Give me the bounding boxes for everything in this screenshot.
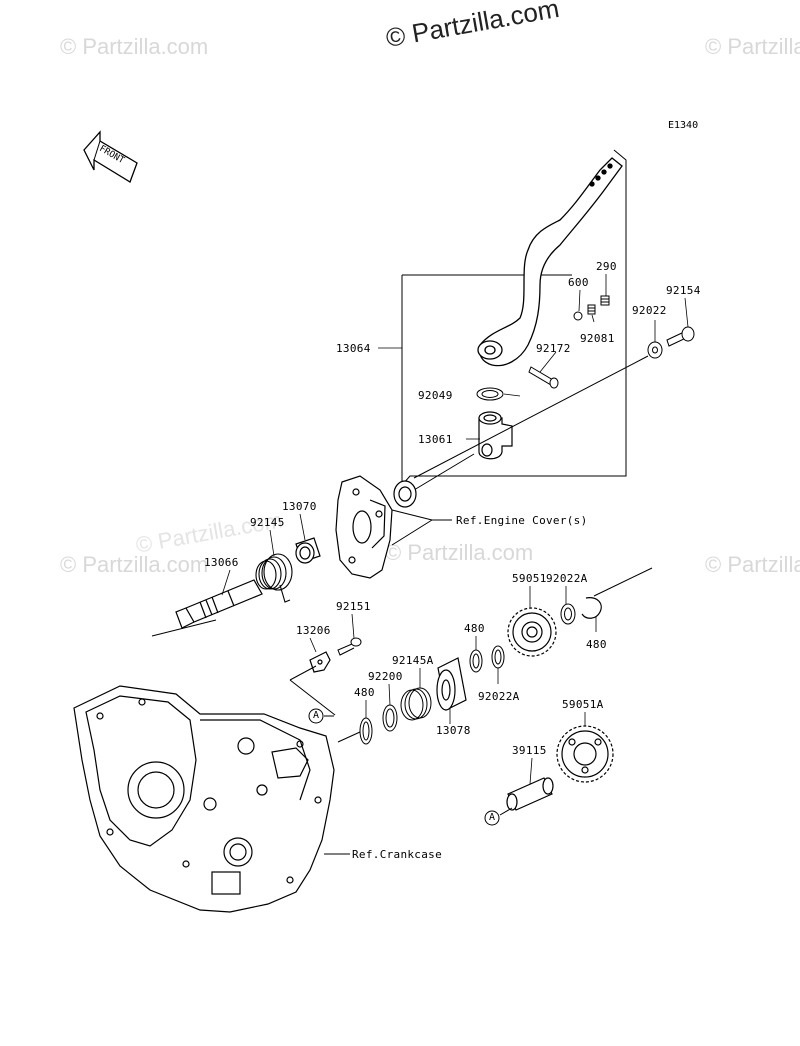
leader-lines <box>221 274 689 785</box>
label-290: 290 <box>596 260 617 273</box>
watermark-mid-right: © Partzilla.com <box>705 552 800 577</box>
label-13070: 13070 <box>282 500 317 513</box>
spring-92145A <box>400 687 432 721</box>
washer-92022 <box>647 341 663 359</box>
label-92145: 92145 <box>250 516 285 529</box>
gear-59051 <box>507 607 557 657</box>
crankcase-ref <box>73 685 335 913</box>
label-13078: 13078 <box>436 724 471 737</box>
label-92022A-right: 92022A <box>546 572 588 585</box>
callout-a-lower-letter: A <box>489 812 496 823</box>
label-13064: 13064 <box>336 342 371 355</box>
label-92022A-mid: 92022A <box>478 690 520 703</box>
watermark-top-left: © Partzilla.com <box>60 34 209 59</box>
watermark-top-right: © Partzilla.com <box>705 34 800 59</box>
bush-13070 <box>295 537 321 564</box>
label-92049: 92049 <box>418 389 453 402</box>
label-480-mid: 480 <box>464 622 485 635</box>
engine-cover-ref <box>335 475 393 579</box>
label-ref-crankcase: Ref.Crankcase <box>352 848 442 861</box>
ball-600 <box>573 311 583 321</box>
label-480-right: 480 <box>586 638 607 651</box>
shaft-39115 <box>506 777 554 811</box>
washer-92022A-right <box>560 603 576 625</box>
label-59051A: 59051A <box>562 698 604 711</box>
label-92154: 92154 <box>666 284 701 297</box>
kick-boss-13061 <box>478 411 513 460</box>
spring-92081 <box>587 304 596 315</box>
callout-a-upper <box>308 708 324 724</box>
seal-92049 <box>476 387 504 401</box>
spring-92145 <box>255 553 293 603</box>
kick-pedal-group-box <box>401 149 627 487</box>
label-92081: 92081 <box>580 332 615 345</box>
label-39115: 39115 <box>512 744 547 757</box>
guide-13206 <box>309 651 331 673</box>
circlip-480-right <box>581 597 602 619</box>
watermark-mid-center: © Partzilla.com <box>385 540 534 565</box>
kick-shaft-13066 <box>175 579 263 629</box>
label-92172: 92172 <box>536 342 571 355</box>
washer-92022A-mid <box>491 645 505 669</box>
kick-pedal-arm <box>477 157 623 367</box>
callout-a-upper-letter: A <box>313 710 320 721</box>
oil-seal-ref <box>393 480 417 508</box>
label-13206: 13206 <box>296 624 331 637</box>
bolt-92172 <box>528 366 559 389</box>
circlip-480-left <box>359 717 373 745</box>
label-13061: 13061 <box>418 433 453 446</box>
gear-59051A <box>556 725 614 783</box>
spring-290 <box>600 295 610 306</box>
label-ref-engine-cover: Ref.Engine Cover(s) <box>456 514 588 527</box>
label-92200: 92200 <box>368 670 403 683</box>
label-13066: 13066 <box>204 556 239 569</box>
watermark-mid-left: © Partzilla.com <box>60 552 209 577</box>
circlip-480-mid <box>469 649 483 673</box>
bolt-92154 <box>666 326 695 347</box>
label-59051: 59051 <box>512 572 547 585</box>
label-480-left: 480 <box>354 686 375 699</box>
label-92145A: 92145A <box>392 654 434 667</box>
label-92151: 92151 <box>336 600 371 613</box>
diagram-code: E1340 <box>668 120 699 131</box>
ratchet-13078 <box>436 657 467 711</box>
label-92022: 92022 <box>632 304 667 317</box>
washer-92200 <box>382 704 398 732</box>
callout-a-lower <box>484 810 500 826</box>
bolt-92151 <box>337 637 362 656</box>
front-arrow-icon <box>83 130 138 183</box>
label-600: 600 <box>568 276 589 289</box>
